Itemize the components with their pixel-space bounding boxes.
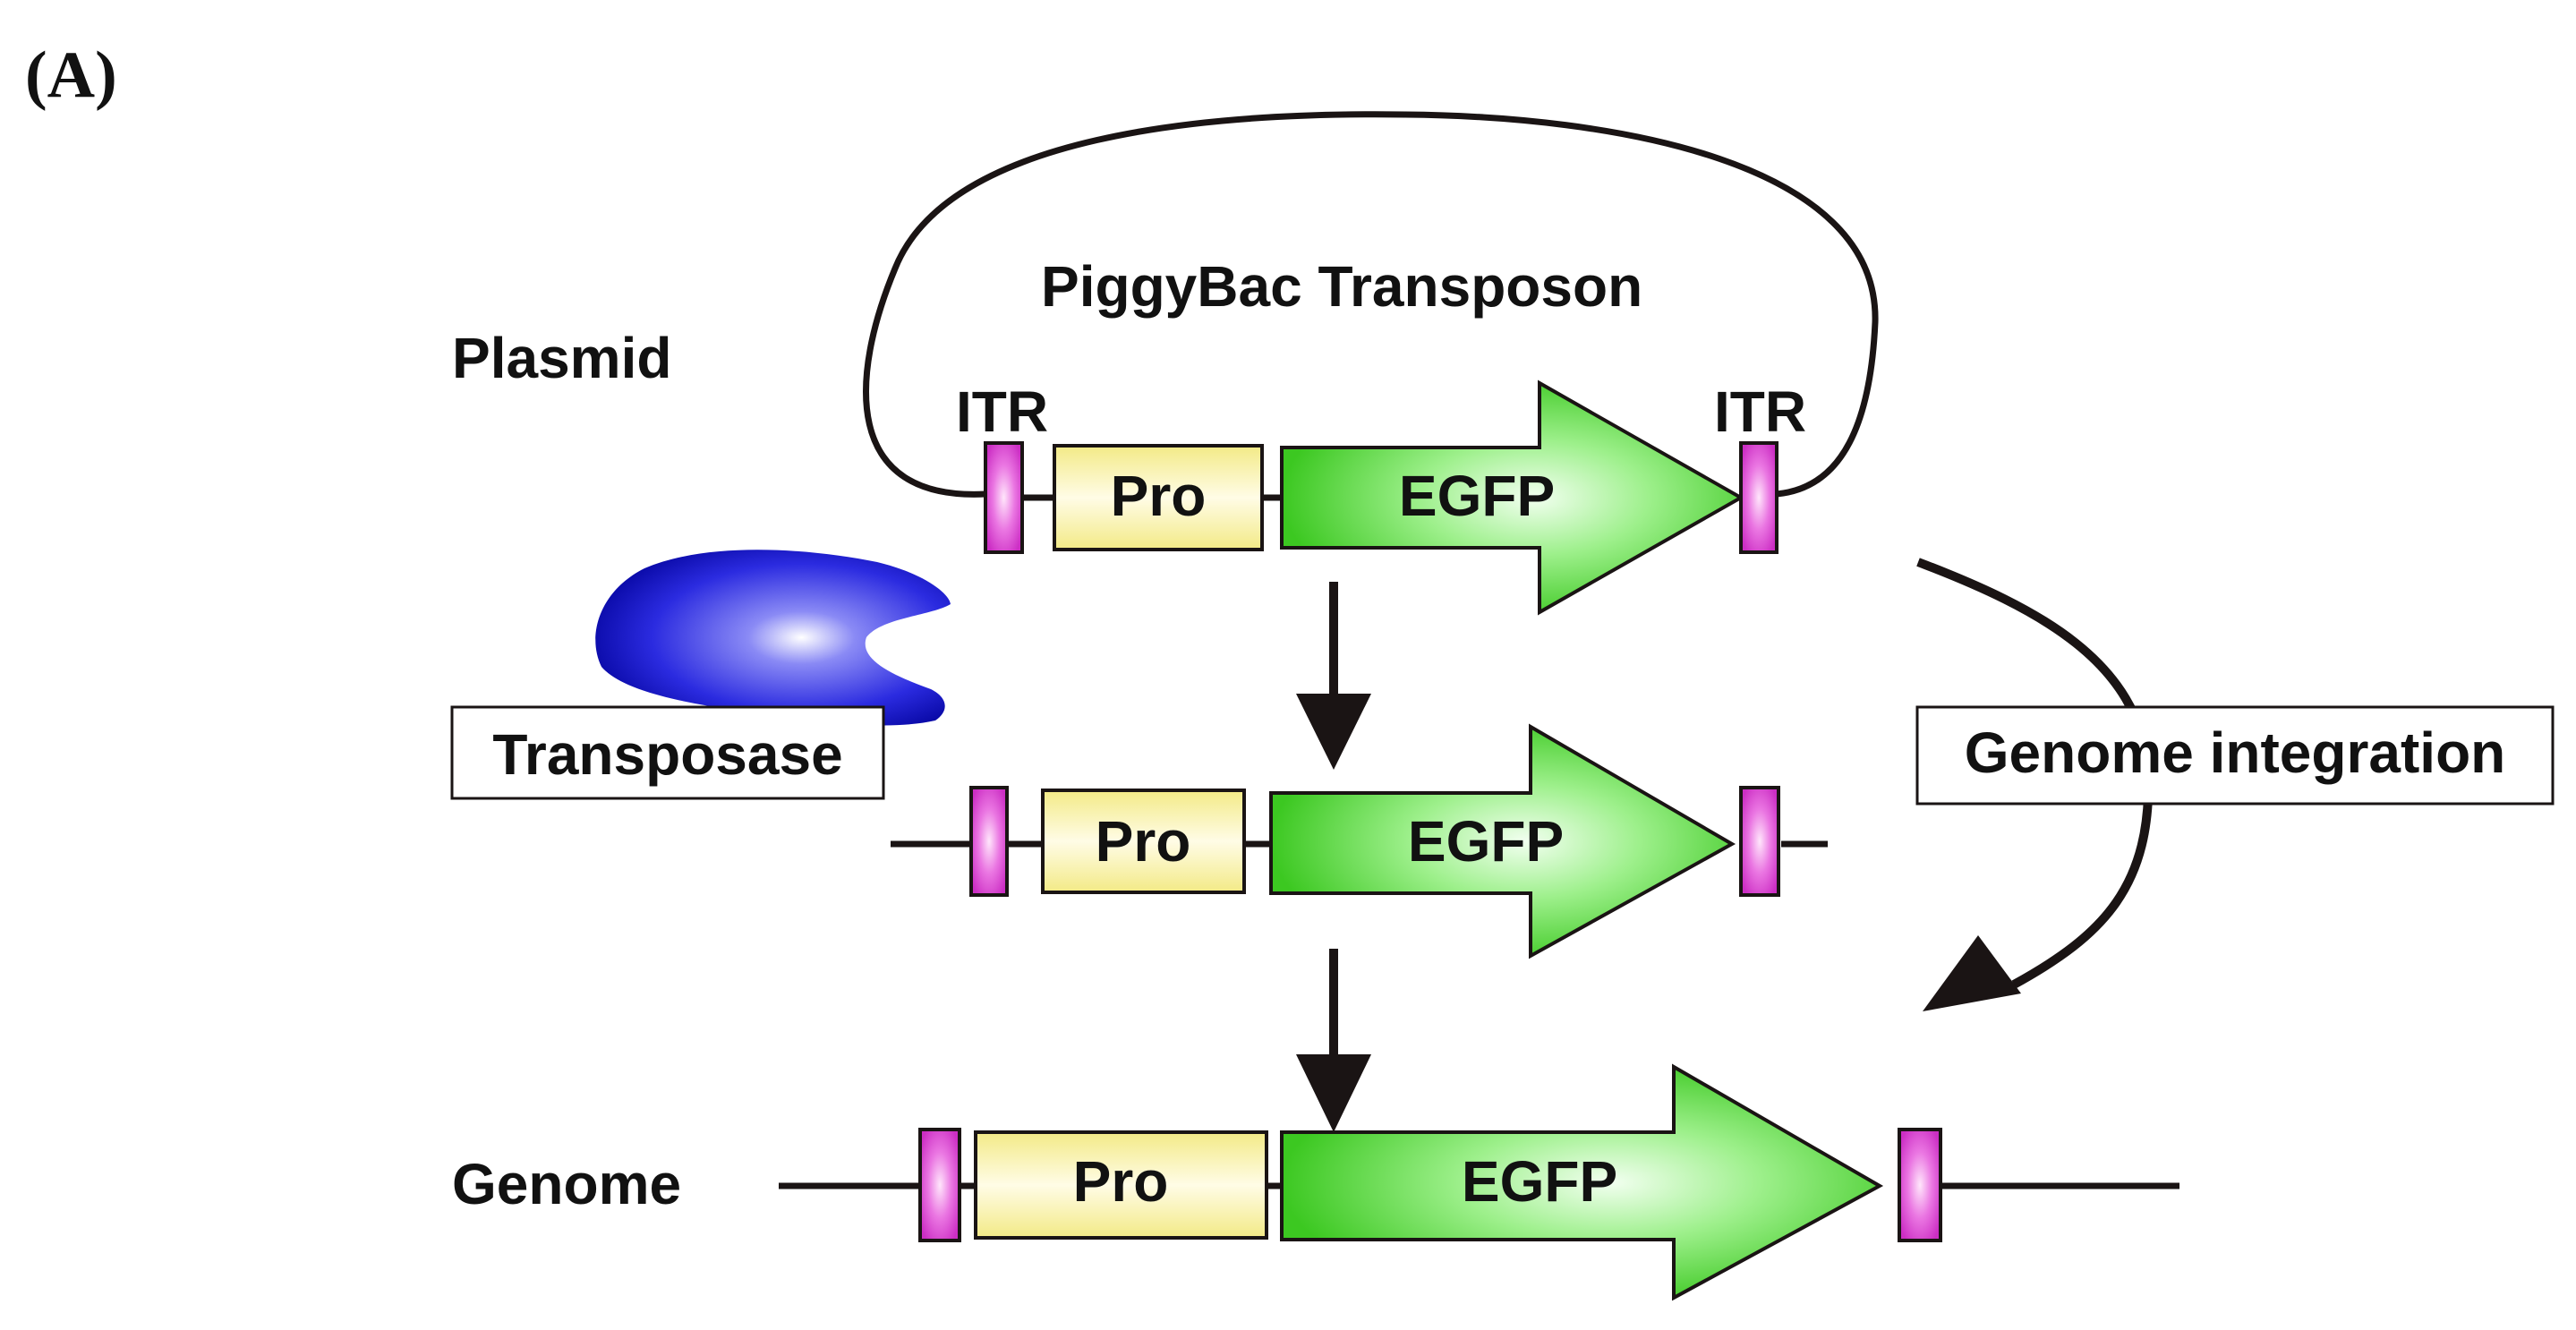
construct-plasmid: Pro EGFP bbox=[984, 379, 1778, 616]
genome-label: Genome bbox=[452, 1152, 681, 1216]
transposase-label: Transposase bbox=[492, 722, 842, 787]
itr-left bbox=[918, 1128, 961, 1242]
arrow-down-2 bbox=[1296, 949, 1371, 1132]
itr-left bbox=[969, 786, 1009, 897]
transposon-label: PiggyBac Transposon bbox=[1041, 254, 1642, 319]
itr-right bbox=[1739, 786, 1780, 897]
egfp-label: EGFP bbox=[1462, 1149, 1617, 1214]
panel-label: (A) bbox=[25, 38, 117, 112]
arrow-down-1 bbox=[1296, 582, 1371, 770]
transposase-enzyme bbox=[595, 550, 951, 726]
itr-right bbox=[1898, 1128, 1942, 1242]
promoter-box bbox=[974, 1130, 1268, 1240]
egfp-label: EGFP bbox=[1399, 464, 1555, 528]
genome-integration-arrowhead bbox=[1923, 935, 2021, 1011]
plasmid-backbone bbox=[863, 111, 1879, 498]
itr-right bbox=[1739, 441, 1778, 554]
promoter-label: Pro bbox=[1096, 809, 1191, 874]
genome-integration-box bbox=[1915, 705, 2555, 806]
promoter-box bbox=[1041, 789, 1246, 894]
construct-excised: Pro EGFP bbox=[969, 723, 1780, 959]
promoter-label: Pro bbox=[1073, 1149, 1169, 1214]
itr-right-label: ITR bbox=[1714, 379, 1806, 444]
genome-integration-label: Genome integration bbox=[1965, 720, 2506, 785]
egfp-arrow bbox=[1280, 379, 1745, 616]
egfp-arrow bbox=[1280, 1063, 1884, 1301]
transposase-box bbox=[450, 705, 885, 800]
promoter-label: Pro bbox=[1111, 464, 1207, 528]
itr-left bbox=[984, 441, 1024, 554]
itr-left-label: ITR bbox=[956, 379, 1048, 444]
egfp-label: EGFP bbox=[1408, 809, 1564, 874]
construct-genome: Pro EGFP bbox=[918, 1063, 1942, 1301]
plasmid-label: Plasmid bbox=[452, 326, 671, 390]
egfp-arrow bbox=[1269, 723, 1736, 959]
promoter-box bbox=[1053, 444, 1264, 551]
